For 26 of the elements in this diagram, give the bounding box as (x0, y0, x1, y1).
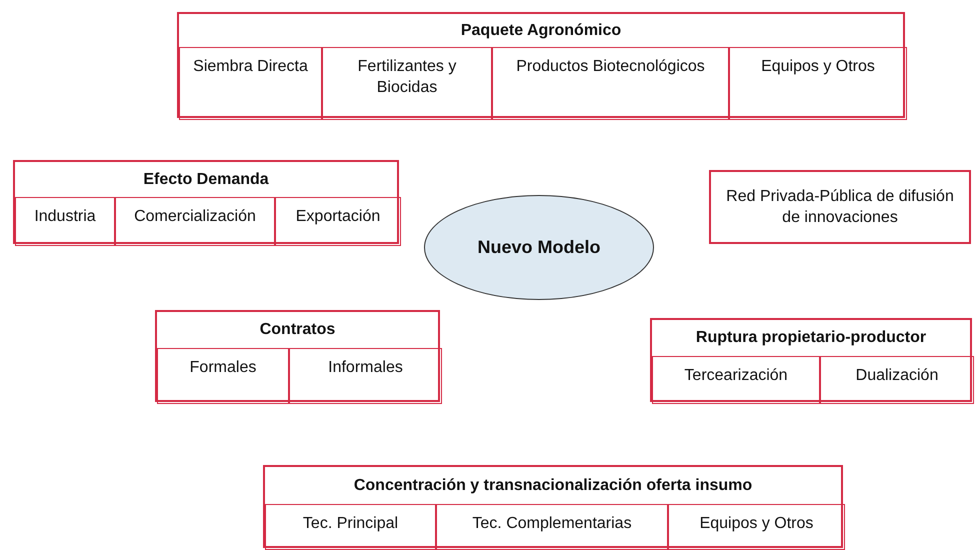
table-heading: Efecto Demanda (142, 170, 270, 190)
table-heading: Ruptura propietario-productor (694, 328, 928, 348)
category-cell: Dualización (820, 356, 974, 404)
category-cell: Tec. Principal (265, 504, 436, 550)
group-table (263, 465, 843, 548)
category-cell: Tec. Complementarias (436, 504, 668, 550)
category-cell: Fertilizantes y Biocidas (322, 47, 492, 120)
category-cell: Comercialización (115, 197, 275, 246)
category-cell: Equipos y Otros (668, 504, 845, 550)
group-table (650, 318, 972, 402)
group-table (155, 310, 440, 402)
category-cell: Formales (157, 348, 289, 404)
category-cell: Equipos y Otros (729, 47, 907, 120)
category-cell: Productos Biotecnológicos (492, 47, 729, 120)
central-ellipse: Nuevo Modelo (424, 195, 654, 300)
group-table (13, 160, 399, 244)
table-heading: Concentración y transnacionalización oferta insumo (352, 476, 754, 496)
table-heading: Contratos (258, 320, 336, 340)
category-cell: Siembra Directa (179, 47, 322, 120)
factor-box: Red Privada-Pública de difusión de innovaciones (709, 170, 971, 244)
group-table (177, 12, 905, 118)
category-cell: Industria (15, 197, 115, 246)
category-cell: Informales (289, 348, 442, 404)
table-heading: Paquete Agronómico (460, 20, 622, 40)
category-cell: Exportación (275, 197, 401, 246)
category-cell: Tercearización (652, 356, 820, 404)
